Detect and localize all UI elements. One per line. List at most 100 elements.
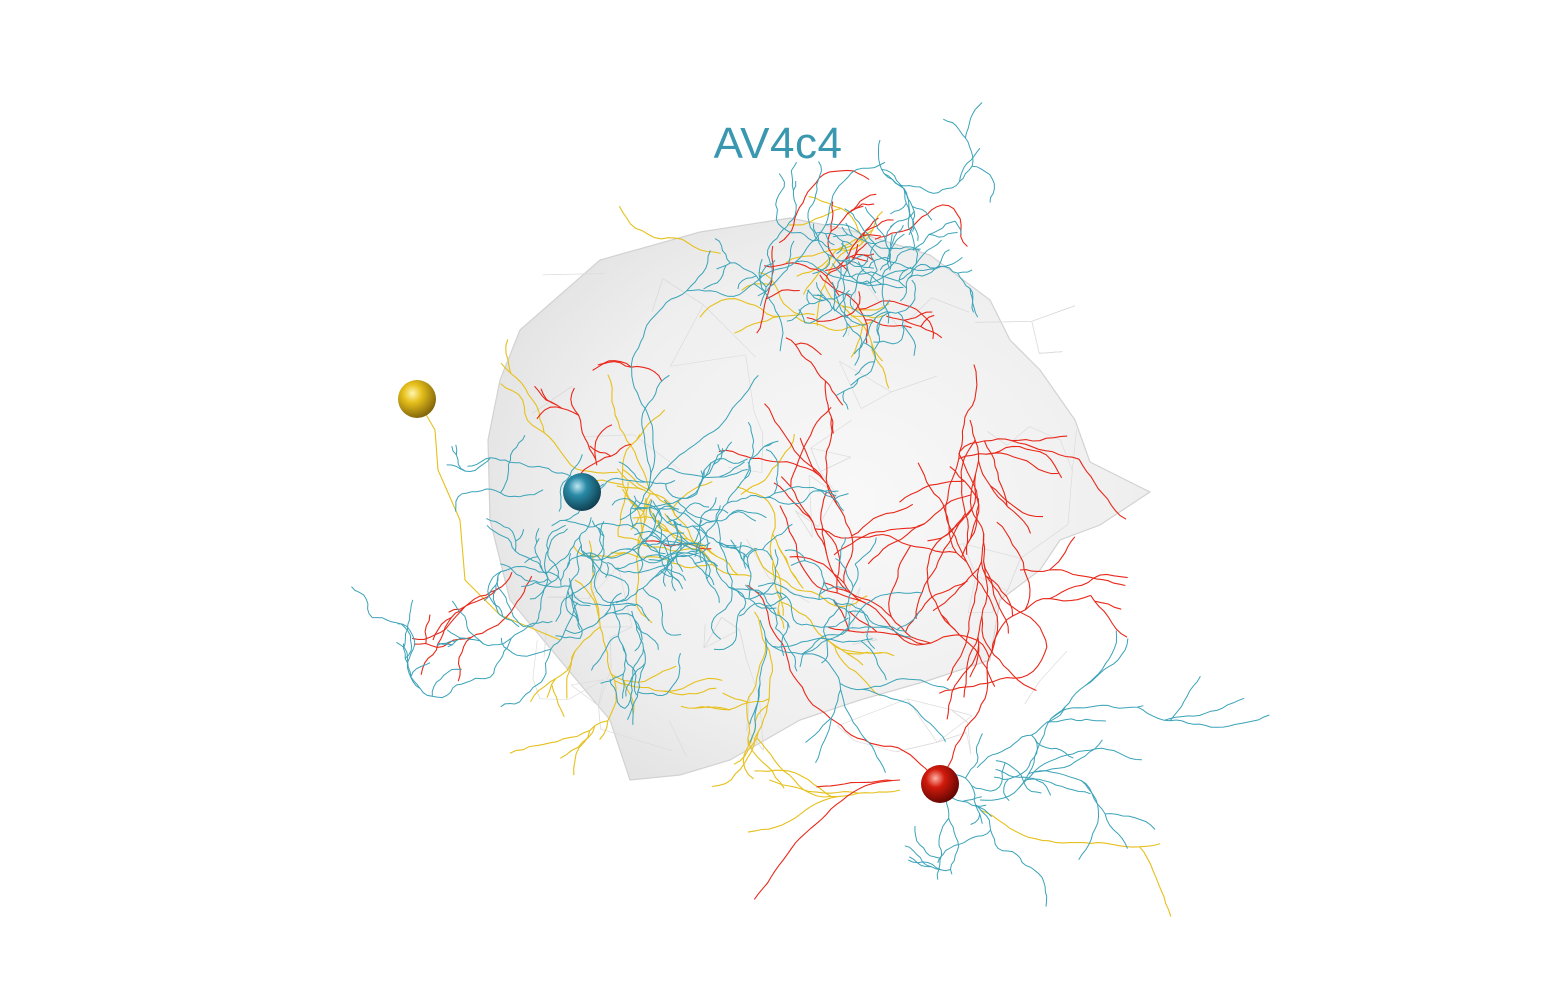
neurite-segment xyxy=(668,557,676,592)
neurite-segment xyxy=(551,684,565,718)
neurite-segment xyxy=(903,311,933,321)
neurite-segment xyxy=(726,455,753,504)
neurite-segment xyxy=(825,234,881,272)
neurite-segment xyxy=(857,219,894,240)
neurite-segment xyxy=(874,311,892,350)
neurite-segment xyxy=(848,610,878,633)
neurite-segment xyxy=(962,796,982,802)
neurite-segment xyxy=(607,374,619,422)
neurite-segment xyxy=(986,576,1014,617)
neurite-segment xyxy=(795,342,822,356)
neurite-segment xyxy=(976,706,1066,769)
neurite-segment xyxy=(825,417,838,505)
neurite-segment xyxy=(1094,600,1122,610)
neurite-segment xyxy=(529,528,568,600)
neurite-segment xyxy=(455,488,544,512)
neurite-segment xyxy=(815,231,852,246)
neurite-segment xyxy=(912,206,933,221)
neurite-segment xyxy=(903,188,915,232)
neurite-segment xyxy=(396,641,421,689)
neurite-segment xyxy=(618,205,721,255)
neurite-segment xyxy=(647,375,759,491)
neurite-segment xyxy=(908,859,941,871)
neurite-segment xyxy=(851,503,914,537)
neurite-segment xyxy=(606,542,661,559)
neurite-segment xyxy=(979,704,1144,801)
neurite-segment xyxy=(609,679,626,709)
neurite-segment xyxy=(1030,867,1048,907)
neurite-segment xyxy=(680,534,697,547)
neuron-title: AV4c4 xyxy=(713,119,843,168)
neurite-segment xyxy=(806,291,861,322)
teal-soma xyxy=(563,473,601,511)
neurite-segment xyxy=(899,263,973,302)
mesh-facet-edge xyxy=(810,447,851,458)
neurite-segment xyxy=(946,561,983,681)
neurite-segment xyxy=(815,282,821,292)
neurite-segment xyxy=(756,246,775,334)
neurite-segment xyxy=(862,269,908,285)
neurite-segment xyxy=(500,362,545,433)
mesh-facet-edge xyxy=(1067,470,1073,525)
neurite-segment xyxy=(869,270,878,284)
neurite-segment xyxy=(500,434,526,494)
mesh-facet-edge xyxy=(584,434,634,437)
neurite-segment xyxy=(825,223,924,271)
mesh-facet-edge xyxy=(670,304,704,367)
neurite-segment xyxy=(664,567,687,581)
neurite-segment xyxy=(636,409,666,441)
neurite-segment xyxy=(965,733,983,779)
neurite-segment xyxy=(555,559,596,622)
neurite-segment xyxy=(996,521,1021,557)
neurite-segment xyxy=(780,622,789,656)
mesh-facet-edge xyxy=(936,732,967,743)
neurite-segment xyxy=(772,533,800,584)
mesh-facet-edge xyxy=(968,612,992,614)
mesh-facet-edge xyxy=(975,320,1032,323)
neurite-segment xyxy=(1018,747,1142,789)
neurite-segment xyxy=(960,439,976,555)
mesh-facet-edge xyxy=(1020,524,1069,559)
neurite-segment xyxy=(742,547,758,562)
neurite-segment xyxy=(981,616,1037,691)
neurite-segment xyxy=(916,308,935,340)
neurite-segment xyxy=(545,533,582,575)
mesh-facet-edge xyxy=(936,715,973,743)
neurite-segment xyxy=(899,480,965,503)
neurite-segment xyxy=(845,222,886,245)
neurite-segment xyxy=(535,581,570,588)
neurite-segment xyxy=(833,259,842,312)
mesh-facet-edge xyxy=(745,354,755,412)
neurite-segment xyxy=(753,779,901,900)
neurite-segment xyxy=(825,233,835,246)
neurite-segment xyxy=(627,610,646,721)
neurite-segment xyxy=(833,644,881,697)
neurite-segment xyxy=(546,524,566,577)
neurite-segment xyxy=(784,549,806,561)
neurite-segment xyxy=(805,717,832,743)
neurite-segment xyxy=(621,488,643,546)
mesh-facet-edge xyxy=(532,640,538,679)
neurite-segment xyxy=(679,541,778,629)
mesh-facet-edge xyxy=(668,720,687,757)
neurite-segment xyxy=(959,438,1080,460)
mesh-facet-edge xyxy=(539,698,569,700)
neurite-segment xyxy=(403,599,414,649)
neurite-segment xyxy=(611,665,677,683)
neurite-segment xyxy=(509,720,609,754)
neurite-segment xyxy=(446,629,465,639)
neurite-segment xyxy=(747,738,785,789)
neurite-segment xyxy=(612,604,636,614)
mesh-facet-edge xyxy=(759,697,764,751)
mesh-facet-edge xyxy=(951,709,968,723)
neurite-segment xyxy=(1139,846,1172,917)
neurite-segment xyxy=(972,165,995,203)
mesh-facet-edge xyxy=(703,304,756,358)
neurite-segment xyxy=(403,643,467,699)
neurite-segment xyxy=(714,238,722,246)
neurite-segment xyxy=(521,581,536,587)
neurite-segment xyxy=(593,521,663,604)
mesh-facet-edge xyxy=(598,679,604,706)
neurite-segment xyxy=(1105,813,1156,830)
neurite-segment xyxy=(785,337,844,406)
